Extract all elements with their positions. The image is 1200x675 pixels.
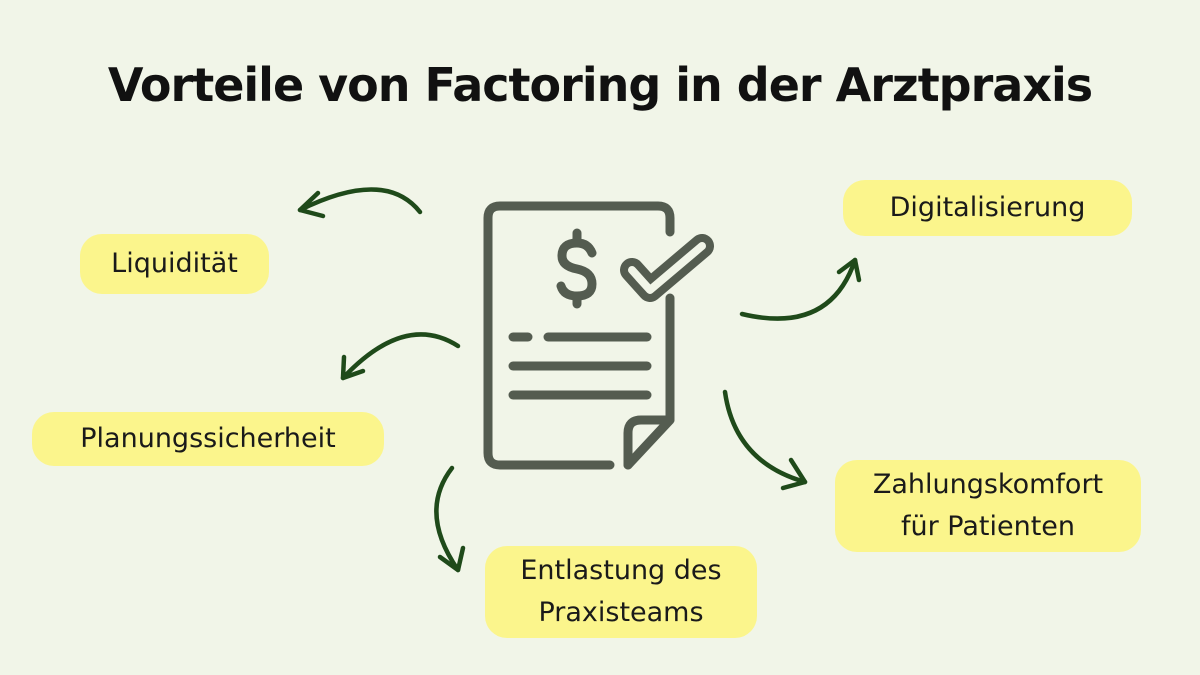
arrow-to-planungssicherheit: [340, 332, 461, 381]
benefit-label-line2: für Patienten: [900, 511, 1076, 542]
arrow-to-zahlungskomfort: [722, 389, 808, 491]
benefit-label-line1: Zahlungskomfort: [872, 469, 1104, 500]
page-title: Vorteile von Factoring in der Arztpraxis: [107, 58, 1093, 112]
benefit-label: Planungssicherheit: [80, 423, 336, 454]
benefit-label-line1: Entlastung des: [520, 555, 722, 586]
benefit-planungssicherheit: Planungssicherheit: [32, 412, 384, 466]
arrow-to-entlastung: [434, 465, 466, 573]
benefit-entlastung: Entlastung des Praxisteams: [485, 546, 757, 638]
arrow-to-liquiditaet: [297, 187, 423, 219]
benefit-zahlungskomfort: Zahlungskomfort für Patienten: [835, 460, 1141, 552]
benefit-label-line2: Praxisteams: [538, 597, 704, 628]
benefit-liquiditaet: Liquidität: [80, 234, 269, 294]
arrow-to-digitalisierung: [739, 257, 862, 321]
benefit-label: Liquidität: [111, 248, 238, 279]
benefit-digitalisierung: Digitalisierung: [843, 180, 1132, 236]
benefit-label: Digitalisierung: [889, 192, 1086, 223]
